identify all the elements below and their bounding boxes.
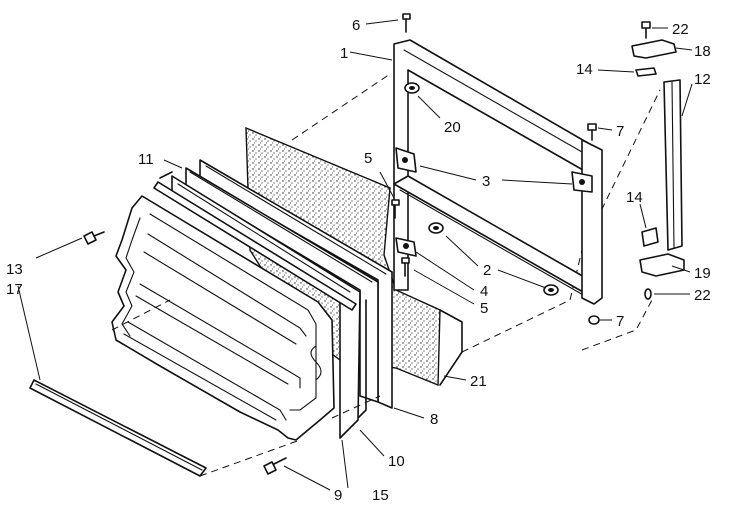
- callout-19: 19: [694, 265, 711, 282]
- door-frame: [393, 39, 603, 305]
- screw-13: [83, 231, 105, 245]
- door-shelf-rail: [29, 379, 207, 477]
- screw-22-bottom: [644, 288, 652, 300]
- callout-4: 4: [480, 283, 488, 300]
- callout-18: 18: [694, 43, 711, 60]
- screw-9: [263, 457, 287, 475]
- handle-spacer-top: [635, 67, 657, 77]
- callout-9: 9: [334, 487, 342, 504]
- inner-door-liner: [111, 195, 335, 441]
- screw-5-upper: [391, 199, 400, 219]
- washer: [404, 82, 420, 94]
- callout-7-upper: 7: [616, 123, 624, 140]
- callout-21: 21: [470, 373, 487, 390]
- door-stop-left: [428, 222, 444, 234]
- hinge-bracket-left: [395, 147, 417, 173]
- callout-10: 10: [388, 453, 405, 470]
- screw-7-upper: [587, 123, 597, 141]
- handle-end-cap-top: [631, 39, 677, 59]
- callout-15: 15: [372, 487, 389, 504]
- callout-7-lower: 7: [616, 313, 624, 330]
- callout-22-bottom: 22: [694, 287, 711, 304]
- leader-lines: [17, 19, 693, 491]
- callout-14-lower: 14: [626, 189, 643, 206]
- screw-6: [402, 13, 411, 33]
- screw-7-lower: [588, 315, 600, 325]
- retainer-strip: [153, 171, 357, 311]
- callout-5-upper: 5: [364, 150, 372, 167]
- hinge-bracket-right: [571, 171, 593, 193]
- callout-12: 12: [694, 71, 711, 88]
- callout-20: 20: [444, 119, 461, 136]
- door-stop-right: [543, 284, 559, 296]
- handle-spacer-bottom: [641, 227, 659, 247]
- callout-6: 6: [352, 17, 360, 34]
- callout-8: 8: [430, 411, 438, 428]
- hinge-pin: [395, 237, 417, 257]
- callout-labels: 1 6 20 5 3 2 4 5 7 7 14 14 12 22 18 19 2…: [6, 17, 711, 504]
- callout-11: 11: [138, 151, 154, 168]
- callout-13: 13: [6, 261, 23, 278]
- callout-1: 1: [340, 45, 348, 62]
- screw-22-top: [641, 21, 651, 39]
- screw-5-lower: [401, 257, 410, 277]
- callout-14-upper: 14: [576, 61, 593, 78]
- handle-end-cap-bottom: [639, 253, 685, 277]
- callout-22-top: 22: [672, 21, 689, 38]
- callout-3: 3: [482, 173, 490, 190]
- callout-2: 2: [483, 262, 491, 279]
- handle: [663, 79, 683, 251]
- callout-17: 17: [6, 281, 23, 298]
- callout-5-lower: 5: [480, 300, 488, 317]
